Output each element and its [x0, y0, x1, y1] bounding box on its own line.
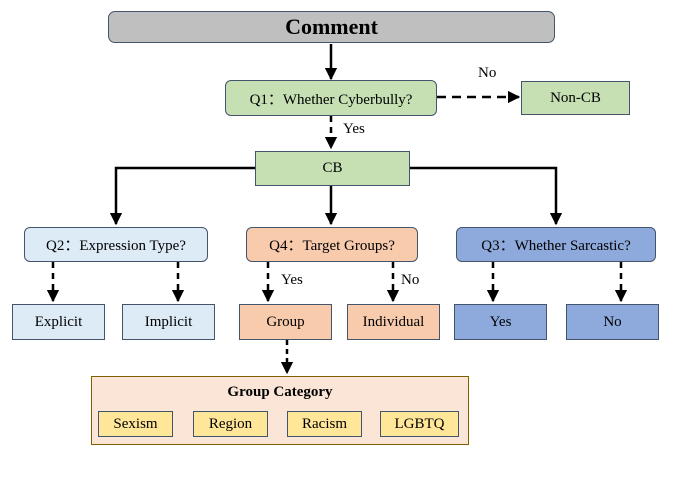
edge-label-q4-no: No [401, 272, 420, 288]
edge-label-q4-yes: Yes [281, 272, 303, 288]
explicit-node: Explicit [12, 304, 105, 340]
cb-node: CB [255, 151, 410, 186]
edge-label-q1-yes: Yes [343, 121, 365, 137]
non-cb-node: Non-CB [521, 81, 630, 115]
implicit-node: Implicit [122, 304, 215, 340]
category-chip: Sexism [98, 411, 173, 437]
edge-label-q1-no: No [478, 65, 497, 81]
individual-node: Individual [347, 304, 440, 340]
q3-node: Q3：Whether Sarcastic? [456, 227, 656, 262]
group-category-title: Group Category [227, 384, 333, 400]
group-node: Group [239, 304, 332, 340]
sarcastic-no-node: No [566, 304, 659, 340]
category-chip: LGBTQ [380, 411, 459, 437]
edge-cb-q2 [109, 166, 255, 226]
edge-cb-q3 [410, 166, 563, 226]
category-chip: Racism [287, 411, 362, 437]
q2-node: Q2：Expression Type? [24, 227, 208, 262]
q4-node: Q4：Target Groups? [246, 227, 418, 262]
comment-node: Comment [108, 11, 555, 43]
q1-node: Q1：Whether Cyberbully? [225, 80, 437, 116]
sarcastic-yes-node: Yes [454, 304, 547, 340]
category-chip: Region [193, 411, 268, 437]
group-category-box: Group Category Sexism Region Racism LGBT… [91, 376, 469, 445]
